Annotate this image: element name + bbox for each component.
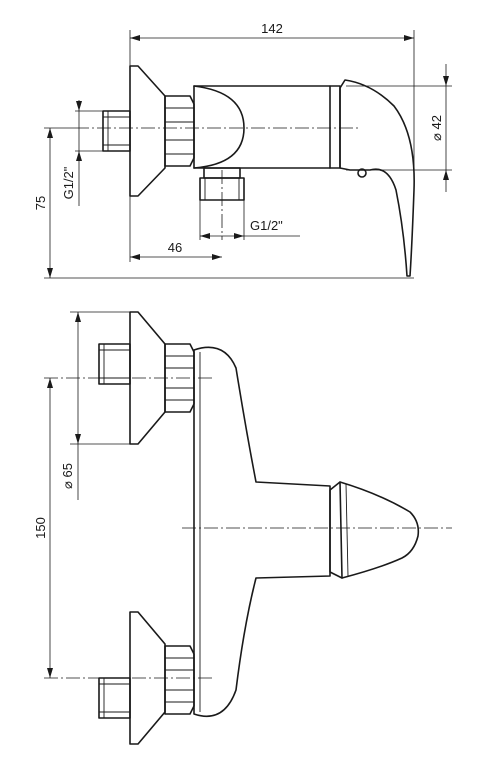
side-view: 142 ⌀ 42 G1/2" 75 G1/2" 46 bbox=[33, 21, 452, 279]
side-inlet-nipple bbox=[102, 110, 131, 152]
side-hex-nut bbox=[164, 95, 195, 167]
dim-offset-label: 46 bbox=[168, 240, 182, 255]
dim-inlet-thread-label: G1/2" bbox=[61, 166, 76, 199]
side-lever-handle bbox=[339, 79, 415, 277]
dim-width-label: 142 bbox=[261, 21, 283, 36]
dim-flange-diameter-label: ⌀ 65 bbox=[60, 463, 75, 489]
side-wall-flange bbox=[129, 65, 166, 197]
front-mixer-body bbox=[193, 346, 331, 718]
dim-outlet-thread-label: G1/2" bbox=[250, 218, 283, 233]
side-body-dome bbox=[193, 85, 245, 169]
dim-center-spacing-label: 150 bbox=[33, 517, 48, 539]
front-lever-handle bbox=[329, 481, 420, 579]
dim-handle-diameter-label: ⌀ 42 bbox=[429, 115, 444, 141]
side-mixer-body bbox=[193, 85, 341, 169]
side-lever-screw bbox=[357, 168, 367, 178]
front-upper-nipple bbox=[98, 343, 131, 385]
dim-height-label: 75 bbox=[33, 196, 48, 210]
front-lower-nut bbox=[164, 645, 195, 715]
front-view: ⌀ 65 150 bbox=[33, 311, 452, 745]
